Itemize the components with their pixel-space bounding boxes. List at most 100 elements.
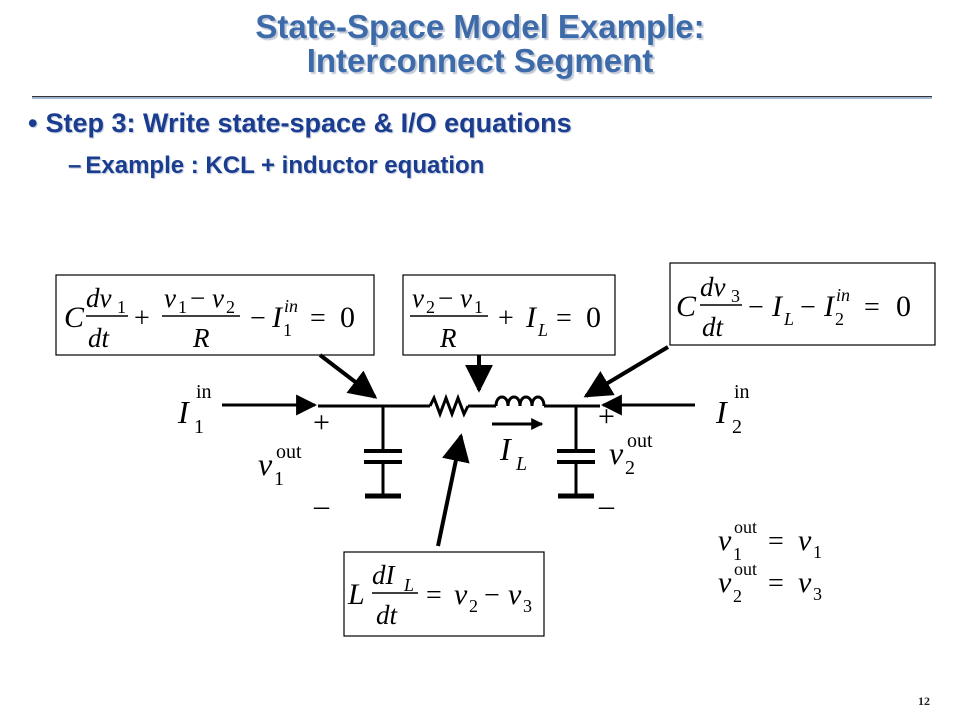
label-il: I — [499, 431, 512, 467]
pointer-eq-node3 — [583, 345, 670, 398]
eq3-zero: 0 — [896, 290, 911, 323]
eq4-v3-sub: 3 — [523, 596, 532, 616]
eq3-minus2: − — [800, 292, 816, 323]
title-line-2: Interconnect Segment — [306, 42, 654, 79]
eq3-I-sup: in — [836, 285, 850, 305]
eq1-dt: dt — [88, 323, 111, 353]
eq4-dI-sub: L — [403, 575, 414, 595]
label-v1out-sup: out — [276, 441, 302, 463]
eqo2-equals: = — [768, 568, 784, 599]
eq1-zero: 0 — [340, 301, 355, 334]
circuit-labels: I 1 in I 2 in I L v 1 out v 2 out + + – … — [177, 381, 750, 522]
eq-resistor: v 2 − v 1 R + I L = 0 — [410, 283, 601, 353]
eq2-zero: 0 — [586, 301, 601, 334]
eq1-num-v2: v — [212, 283, 224, 313]
eqo1-equals: = — [768, 526, 784, 557]
eq3-I: I — [823, 290, 836, 323]
eqo2-rhs-sub: 3 — [813, 584, 822, 604]
bullet-text: Step 3: Write state-space & I/O equation… — [45, 108, 572, 138]
eq1-plus: + — [134, 303, 150, 334]
eqo1-rhs-sub: 1 — [813, 542, 822, 562]
label-i1in-sup: in — [196, 381, 212, 403]
eq1-den-R: R — [192, 323, 210, 353]
eq2-num-v1-sub: 1 — [474, 297, 483, 317]
eqo2-lhs-sup: out — [734, 559, 757, 579]
eq-node1-box — [55, 274, 375, 356]
eq4-v3: v — [508, 578, 522, 611]
eqo1-lhs-sub: 1 — [733, 544, 742, 564]
label-i2in: I — [715, 394, 728, 430]
resistor — [428, 393, 470, 419]
minus-left: – — [313, 489, 330, 522]
subbullet-text: Example : KCL + inductor equation — [85, 152, 485, 179]
slide-title: State-Space Model Example: Interconnect … — [0, 10, 960, 78]
eq4-L: L — [347, 578, 365, 611]
eq-inductor-box — [343, 551, 545, 637]
label-i2in-sup: in — [734, 381, 750, 403]
title-divider — [32, 96, 932, 99]
eq1-num-v1-sub: 1 — [178, 297, 187, 317]
label-v2out: v — [609, 435, 624, 471]
eq1-dv-sub: 1 — [117, 297, 126, 317]
eq2-I-sub: L — [537, 320, 548, 340]
eq3-I-sub: 2 — [835, 309, 844, 329]
eqo1-rhs: v — [798, 524, 812, 557]
eq3-IL: I — [771, 290, 784, 323]
eq-out2: v 2 out = v 3 — [718, 559, 822, 606]
eq-node1: C dv 1 dt + v 1 − v 2 R − I 1 in = 0 — [64, 283, 355, 353]
eq1-dv: dv — [86, 283, 112, 313]
eq4-v2: v — [454, 578, 468, 611]
eq1-num-v2-sub: 2 — [226, 297, 235, 317]
eq3-minus1: − — [748, 292, 764, 323]
eqo1-lhs: v — [718, 524, 732, 557]
eq3-dv-sub: 3 — [731, 286, 740, 306]
eq2-num-minus: − — [438, 283, 453, 313]
eqo2-lhs: v — [718, 566, 732, 599]
eq1-I: I — [271, 301, 284, 334]
eq1-I-sub: 1 — [283, 320, 292, 340]
pointer-eq-node1 — [318, 353, 378, 399]
eq-node3-box — [669, 262, 936, 346]
eq4-equals: = — [426, 580, 442, 611]
eqo2-rhs: v — [798, 566, 812, 599]
eq2-num-v1: v — [460, 283, 472, 313]
circuit — [222, 345, 695, 547]
eq3-dv: dv — [700, 272, 726, 302]
eq4-dI: dI — [372, 560, 397, 590]
eq2-I: I — [525, 301, 538, 334]
label-v1out-sub: 1 — [274, 468, 284, 490]
bullet-marker: • — [28, 108, 38, 138]
eq4-minus: − — [484, 580, 500, 611]
eq-resistor-box — [402, 274, 616, 356]
page-number: 12 — [918, 694, 930, 708]
eqo1-lhs-sup: out — [734, 517, 757, 537]
eq-out1: v 1 out = v 1 — [718, 517, 822, 564]
eq4-v2-sub: 2 — [469, 596, 478, 616]
minus-right: – — [598, 489, 615, 522]
eq-node3: C dv 3 dt − I L − I 2 in = 0 — [676, 272, 911, 342]
eq1-equals: = — [310, 303, 326, 334]
eq3-dt: dt — [702, 312, 725, 342]
inductor — [494, 395, 546, 407]
eq1-minus: − — [250, 303, 266, 334]
label-i1in-sub: 1 — [194, 416, 204, 438]
label-v1out: v — [258, 446, 273, 482]
eq-inductor: L dI L dt = v 2 − v 3 — [347, 560, 532, 630]
label-il-sub: L — [515, 453, 527, 475]
eq1-num-v1: v — [164, 283, 176, 313]
eq4-dt: dt — [376, 600, 399, 630]
pointer-eq-inductor — [436, 433, 470, 547]
eq1-num-minus: − — [190, 283, 205, 313]
label-v2out-sup: out — [627, 430, 653, 452]
eq2-plus: + — [498, 303, 514, 334]
subbullet-example: –Example : KCL + inductor equation — [68, 152, 484, 180]
bullet-step3: •Step 3: Write state-space & I/O equatio… — [28, 108, 572, 139]
label-i1in: I — [177, 394, 190, 430]
eq2-num-v2: v — [412, 283, 424, 313]
eq2-equals: = — [556, 303, 572, 334]
label-v2out-sub: 2 — [625, 457, 635, 479]
eq3-C: C — [676, 290, 697, 323]
eqo2-lhs-sub: 2 — [733, 586, 742, 606]
plus-left: + — [313, 406, 330, 439]
eq1-C: C — [64, 301, 85, 334]
